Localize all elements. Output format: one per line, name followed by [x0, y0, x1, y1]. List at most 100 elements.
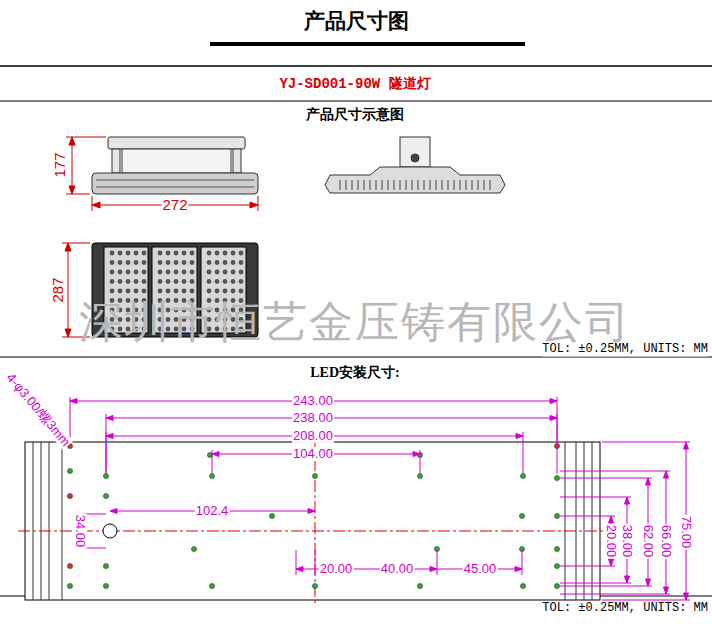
led-dot — [142, 260, 147, 265]
extension-line — [560, 586, 652, 587]
mount-hole — [209, 473, 214, 478]
led-dot — [142, 251, 147, 256]
led-dot — [158, 270, 163, 275]
arrowhead — [609, 559, 614, 566]
extension-line — [602, 442, 690, 443]
dimension: 287 — [50, 276, 67, 303]
mount-hole — [103, 563, 108, 568]
led-dot — [215, 289, 220, 294]
led-dot — [118, 289, 123, 294]
led-dot — [231, 251, 236, 256]
led-dot — [182, 260, 187, 265]
led-dot — [190, 251, 195, 256]
dimension: 243.00 — [292, 394, 334, 408]
fin — [484, 180, 485, 190]
led-dot — [182, 289, 187, 294]
dimension: 20.00 — [319, 562, 354, 576]
arrowhead — [684, 442, 689, 449]
dimension: 40.00 — [380, 562, 415, 576]
dimension: 45.00 — [463, 562, 498, 576]
led-dot — [110, 270, 115, 275]
dimension: 238.00 — [292, 411, 334, 425]
fin — [448, 180, 449, 190]
mount-hole — [312, 583, 317, 588]
led-dot — [166, 251, 171, 256]
tolerance-note: TOL: ±0.25MM, UNITS: MM — [542, 343, 708, 356]
mount-hole — [103, 493, 108, 498]
led-dot — [207, 260, 212, 265]
led-dot — [223, 270, 228, 275]
extension-line — [84, 548, 106, 549]
extension-line — [602, 600, 690, 601]
arrowhead — [664, 587, 669, 594]
led-dot — [118, 270, 123, 275]
fin — [382, 180, 383, 190]
led-dot — [142, 279, 147, 284]
led-dot — [182, 251, 187, 256]
led-dot — [158, 260, 163, 265]
led-dot — [223, 289, 228, 294]
led-dot — [158, 279, 163, 284]
extension-line — [437, 550, 438, 575]
mount-hole — [209, 583, 214, 588]
mount-hole — [67, 583, 72, 588]
arrowhead — [684, 593, 689, 600]
extension-line — [560, 594, 670, 595]
led-dot — [126, 260, 131, 265]
fin — [364, 180, 365, 190]
fin — [460, 180, 461, 190]
mount-hole — [417, 583, 422, 588]
led-dot — [126, 251, 131, 256]
extension-line — [560, 478, 652, 479]
fin — [412, 180, 413, 190]
arrowhead — [515, 567, 522, 572]
led-dot — [239, 279, 244, 284]
arrowhead — [110, 509, 117, 514]
led-dot — [207, 279, 212, 284]
mount-hole — [191, 546, 196, 551]
led-dot — [110, 251, 115, 256]
led-dot — [110, 279, 115, 284]
led-dot — [239, 260, 244, 265]
led-dot — [126, 279, 131, 284]
extension-line — [557, 414, 558, 474]
fin — [388, 180, 389, 190]
dimension: 38.00 — [620, 524, 634, 559]
mount-hole — [554, 563, 559, 568]
dimension: 62.00 — [641, 524, 655, 559]
led-dot — [215, 251, 220, 256]
led-dot — [174, 260, 179, 265]
mount-hole — [417, 473, 422, 478]
tolerance-note: TOL: ±0.25MM, UNITS: MM — [542, 602, 708, 615]
arrowhead — [609, 516, 614, 523]
page-title: 产品尺寸图 — [304, 10, 409, 33]
mount-hole — [67, 493, 72, 498]
dimension: 102.4 — [195, 504, 230, 518]
extension-line — [560, 516, 615, 517]
mount-hole — [554, 546, 559, 551]
arrowhead — [625, 497, 630, 504]
product-model: YJ-SD001-90W 隧道灯 — [279, 77, 430, 92]
led-dot — [166, 260, 171, 265]
led-dot — [134, 251, 139, 256]
led-dot — [174, 279, 179, 284]
mount-hole — [103, 473, 108, 478]
led-dot — [190, 270, 195, 275]
extension-line — [84, 514, 106, 515]
fin — [472, 180, 473, 190]
led-dot — [231, 289, 236, 294]
led-dot — [239, 251, 244, 256]
arrowhead — [646, 579, 651, 586]
led-dot — [158, 289, 163, 294]
mount-hole — [554, 513, 559, 518]
led-dot — [182, 279, 187, 284]
led-dot — [166, 279, 171, 284]
extension-line — [560, 497, 631, 498]
led-dot — [223, 260, 228, 265]
extension-line — [315, 550, 316, 575]
led-dot — [231, 260, 236, 265]
extension-line — [560, 471, 670, 472]
led-dot — [126, 270, 131, 275]
led-dot — [142, 289, 147, 294]
led-dot — [190, 260, 195, 265]
